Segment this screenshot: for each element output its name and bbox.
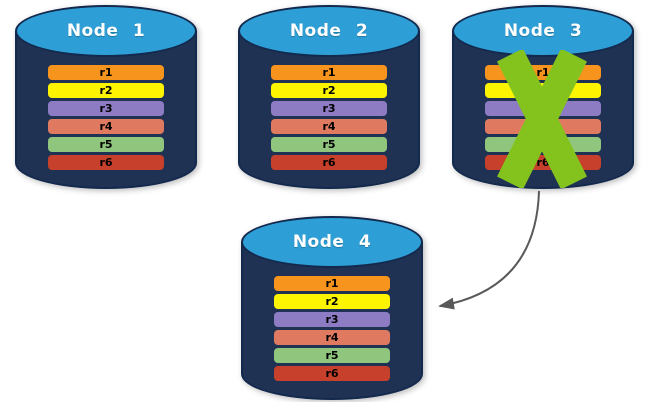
node-4-cylinder-top: Node 4 xyxy=(241,216,423,268)
replica-bar-r6: r6 xyxy=(271,155,387,170)
replica-bar-r5: r5 xyxy=(271,137,387,152)
node-1-title: Node 1 xyxy=(66,21,146,41)
node-2-replica-list: r1 r2 r3 r4 r5 r6 xyxy=(271,65,387,173)
node-1-cylinder-top: Node 1 xyxy=(15,5,197,57)
replica-bar-r6: r6 xyxy=(274,366,390,381)
replica-bar-r5: r5 xyxy=(274,348,390,363)
replica-bar-r1: r1 xyxy=(271,65,387,80)
replica-bar-r5: r5 xyxy=(48,137,164,152)
node-3-title: Node 3 xyxy=(503,21,583,41)
replica-bar-r4: r4 xyxy=(271,119,387,134)
node-1: Node 1 r1 r2 r3 r4 r5 r6 xyxy=(15,5,197,189)
replica-bar-r4: r4 xyxy=(48,119,164,134)
replica-bar-r6: r6 xyxy=(48,155,164,170)
replica-bar-r1: r1 xyxy=(274,276,390,291)
node-2: Node 2 r1 r2 r3 r4 r5 r6 xyxy=(238,5,420,189)
replica-bar-r3: r3 xyxy=(48,101,164,116)
node-4: Node 4 r1 r2 r3 r4 r5 r6 xyxy=(241,216,423,400)
replica-bar-r3: r3 xyxy=(271,101,387,116)
replica-bar-r2: r2 xyxy=(274,294,390,309)
node-4-replica-list: r1 r2 r3 r4 r5 r6 xyxy=(274,276,390,384)
node-2-title: Node 2 xyxy=(289,21,369,41)
failure-x-icon xyxy=(497,50,587,188)
node-4-title: Node 4 xyxy=(292,232,372,252)
replica-bar-r2: r2 xyxy=(271,83,387,98)
node-2-cylinder-top: Node 2 xyxy=(238,5,420,57)
replica-bar-r3: r3 xyxy=(274,312,390,327)
replica-bar-r2: r2 xyxy=(48,83,164,98)
node-1-replica-list: r1 r2 r3 r4 r5 r6 xyxy=(48,65,164,173)
replica-bar-r4: r4 xyxy=(274,330,390,345)
node-3-cylinder-top: Node 3 xyxy=(452,5,634,57)
replica-bar-r1: r1 xyxy=(48,65,164,80)
